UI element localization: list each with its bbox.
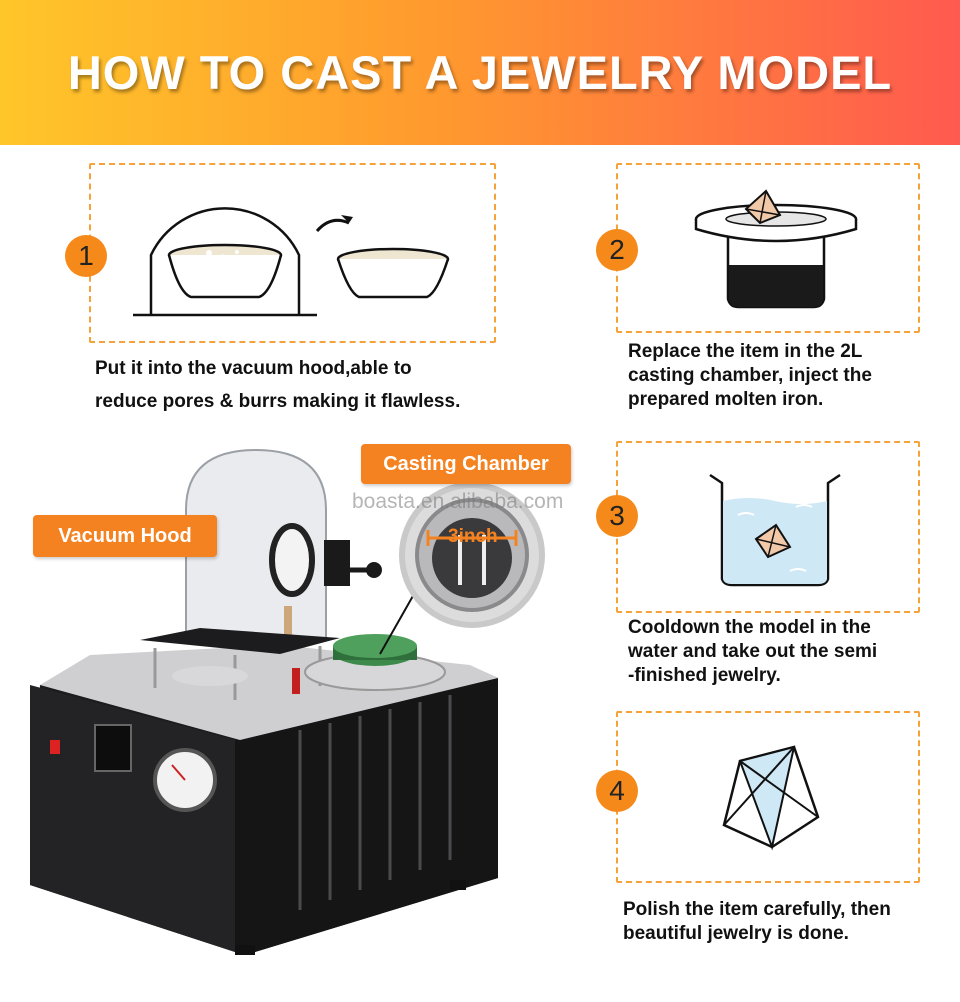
- step-3-line-1: Cooldown the model in the: [628, 617, 871, 638]
- dimension-label: 3inch: [448, 526, 498, 547]
- step-3-line-3: -finished jewelry.: [628, 665, 781, 686]
- vacuum-hood-label: Vacuum Hood: [33, 515, 217, 557]
- water-beaker-icon: [709, 473, 841, 587]
- step-1-line-1: Put it into the vacuum hood,able to: [95, 358, 412, 379]
- watermark: boasta.en.alibaba.com: [352, 490, 564, 513]
- step-2-text: Replace the item in the 2L casting chamb…: [628, 340, 872, 412]
- step-2-line-1: Replace the item in the 2L: [628, 341, 863, 362]
- casting-chamber-icon: [694, 189, 858, 309]
- casting-machine-illustration: [30, 448, 545, 955]
- step-3-line-2: water and take out the semi: [628, 641, 878, 662]
- step-1-text: Put it into the vacuum hood,able to redu…: [95, 352, 460, 418]
- step-4-panel: [616, 711, 920, 883]
- step-4-line-1: Polish the item carefully, then: [623, 899, 891, 920]
- step-2-badge: 2: [596, 229, 638, 271]
- step-3-panel: [616, 441, 920, 613]
- page-title: HOW TO CAST A JEWELRY MODEL: [67, 46, 893, 99]
- step-3-text: Cooldown the model in the water and take…: [628, 616, 877, 688]
- step-2-line-2: casting chamber, inject the: [628, 365, 872, 386]
- step-1-line-2: reduce pores & burrs making it flawless.: [95, 391, 461, 412]
- step-2-panel: [616, 163, 920, 333]
- title-banner: HOW TO CAST A JEWELRY MODEL: [0, 0, 960, 145]
- gem-icon: [722, 745, 820, 851]
- step-4-badge: 4: [596, 770, 638, 812]
- step-1-panel: [89, 163, 496, 343]
- step-4-text: Polish the item carefully, then beautifu…: [623, 898, 891, 946]
- step-1-badge: 1: [65, 235, 107, 277]
- step-4-line-2: beautiful jewelry is done.: [623, 923, 849, 944]
- step-3-badge: 3: [596, 495, 638, 537]
- step-2-line-3: prepared molten iron.: [628, 389, 824, 410]
- casting-chamber-label: Casting Chamber: [361, 444, 571, 484]
- vacuum-hood-icon: [133, 207, 450, 317]
